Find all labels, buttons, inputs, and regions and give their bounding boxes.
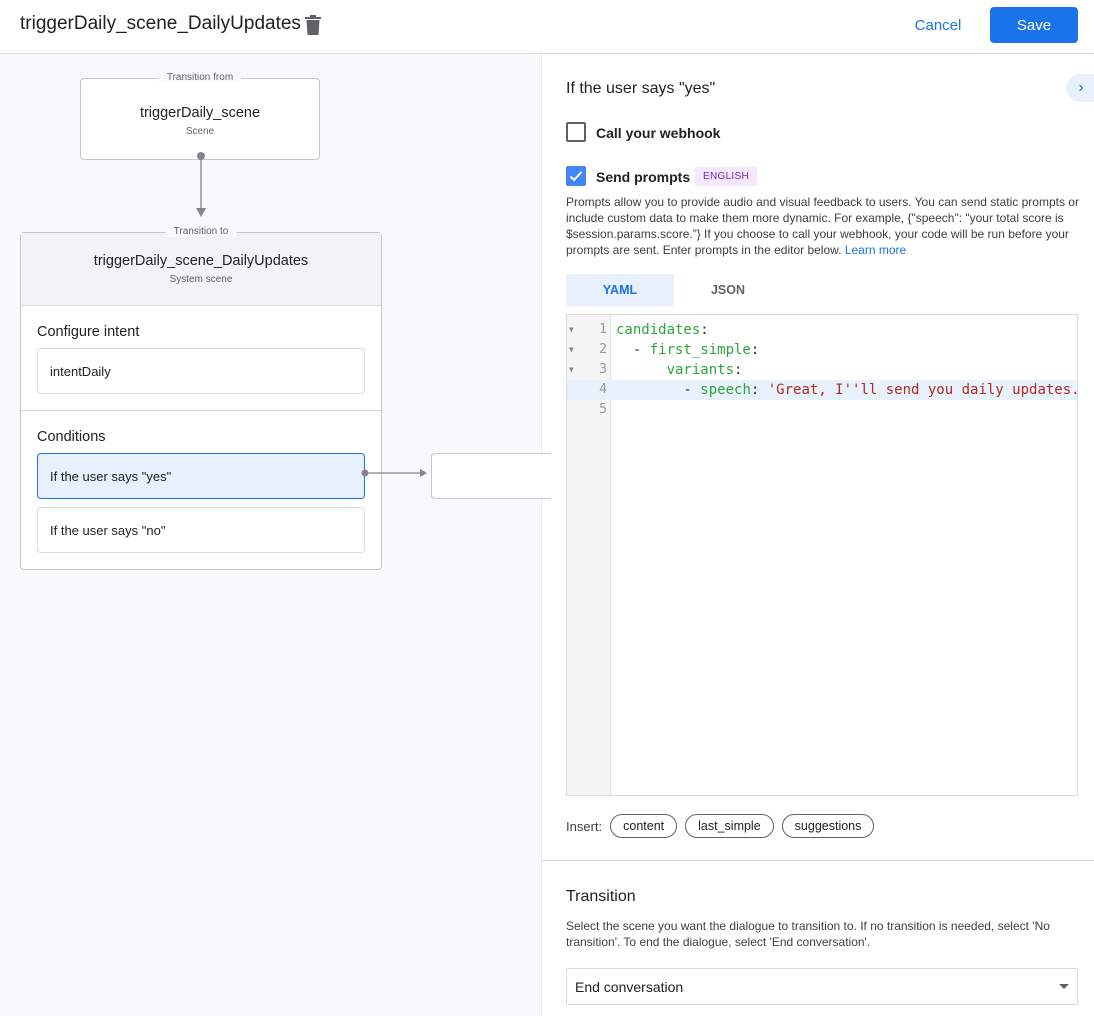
condition-no[interactable]: If the user says "no": [37, 507, 365, 553]
insert-chip-suggestions[interactable]: suggestions: [781, 814, 875, 838]
editor-line[interactable]: ▼ 3 variants:: [567, 360, 1077, 380]
description-text: Prompts allow you to provide audio and v…: [566, 195, 1079, 257]
to-scene-name: triggerDaily_scene_DailyUpdates: [93, 253, 309, 269]
fold-arrow-icon[interactable]: ▼: [569, 365, 574, 374]
panel-heading: If the user says "yes": [566, 80, 716, 97]
learn-more-link[interactable]: Learn more: [844, 243, 907, 257]
transition-to-legend: Transition to: [165, 226, 237, 237]
transition-description: Select the scene you want the dialogue t…: [566, 919, 1050, 949]
collapse-panel-button[interactable]: ›: [1066, 74, 1094, 102]
webhook-checkbox[interactable]: [566, 122, 586, 142]
conditions-heading: Conditions: [37, 429, 106, 445]
line-code: - speech: 'Great, I''ll send you daily u…: [616, 382, 1080, 398]
transition-from-legend: Transition from: [158, 72, 242, 83]
line-code: - first_simple:: [616, 342, 760, 358]
cancel-button[interactable]: Cancel: [914, 16, 962, 34]
line-code: candidates:: [616, 322, 709, 338]
condition-arrow: [361, 469, 427, 477]
insert-row: Insert: content last_simple suggestions: [566, 814, 875, 838]
fold-arrow-icon[interactable]: ▼: [569, 325, 574, 334]
from-scene-type: Scene: [185, 126, 215, 137]
editor-line[interactable]: 5: [567, 400, 1077, 420]
editor-line[interactable]: ▼ 1 candidates:: [567, 320, 1077, 340]
insert-chip-last-simple[interactable]: last_simple: [685, 814, 774, 838]
chevron-right-icon: ›: [1078, 79, 1084, 96]
tab-yaml[interactable]: YAML: [566, 274, 674, 306]
check-icon: [569, 171, 583, 182]
editor-line[interactable]: 4 - speech: 'Great, I''ll send you daily…: [567, 380, 1080, 400]
intent-card[interactable]: intentDaily: [37, 348, 365, 394]
to-scene-type: System scene: [169, 274, 233, 285]
fold-arrow-icon[interactable]: ▼: [569, 345, 574, 354]
webhook-label: Call your webhook: [596, 125, 721, 141]
prompts-description: Prompts allow you to provide audio and v…: [566, 194, 1086, 258]
transition-arrow: [196, 152, 206, 217]
transition-to-node: Transition to triggerDaily_scene_DailyUp…: [20, 226, 382, 570]
transition-selected-value: End conversation: [575, 978, 684, 995]
editor-line[interactable]: ▼ 2 - first_simple:: [567, 340, 1077, 360]
tab-json[interactable]: JSON: [710, 283, 746, 297]
configure-intent-heading: Configure intent: [37, 324, 140, 340]
language-badge: ENGLISH: [695, 167, 758, 186]
prompts-checkbox[interactable]: [566, 166, 586, 186]
save-button[interactable]: Save: [990, 7, 1078, 43]
transition-heading: Transition: [566, 888, 636, 905]
trash-icon[interactable]: [304, 15, 322, 35]
from-scene-name: triggerDaily_scene: [139, 105, 261, 121]
condition-panel: If the user says "yes" Call your webhook…: [542, 54, 1094, 1016]
prompts-label: Send prompts: [596, 169, 691, 185]
transition-select[interactable]: End conversation: [566, 968, 1078, 1005]
line-number: 5: [599, 402, 607, 417]
header: triggerDaily_scene_DailyUpdates Cancel S…: [0, 0, 1094, 54]
divider: [542, 860, 1094, 861]
code-editor[interactable]: ▼ 1 candidates: ▼ 2 - first_simple: ▼ 3 varian…: [566, 314, 1080, 796]
insert-chip-content[interactable]: content: [610, 814, 678, 838]
page-title: triggerDaily_scene_DailyUpdates: [20, 13, 301, 34]
target-scene-node[interactable]: [431, 453, 551, 499]
to-scene-header[interactable]: Transition to triggerDaily_scene_DailyUp…: [21, 226, 381, 306]
transition-from-node[interactable]: Transition from triggerDaily_scene Scene: [80, 72, 320, 160]
line-number: 2: [599, 342, 607, 357]
dropdown-arrow-icon: [1059, 984, 1069, 989]
condition-yes[interactable]: If the user says "yes": [37, 453, 365, 499]
line-number: 4: [599, 382, 607, 397]
scene-canvas: Transition from triggerDaily_scene Scene…: [0, 54, 551, 1016]
line-number: 1: [599, 322, 607, 337]
insert-label: Insert:: [566, 818, 603, 834]
line-code: variants:: [666, 362, 743, 378]
line-number: 3: [599, 362, 607, 377]
